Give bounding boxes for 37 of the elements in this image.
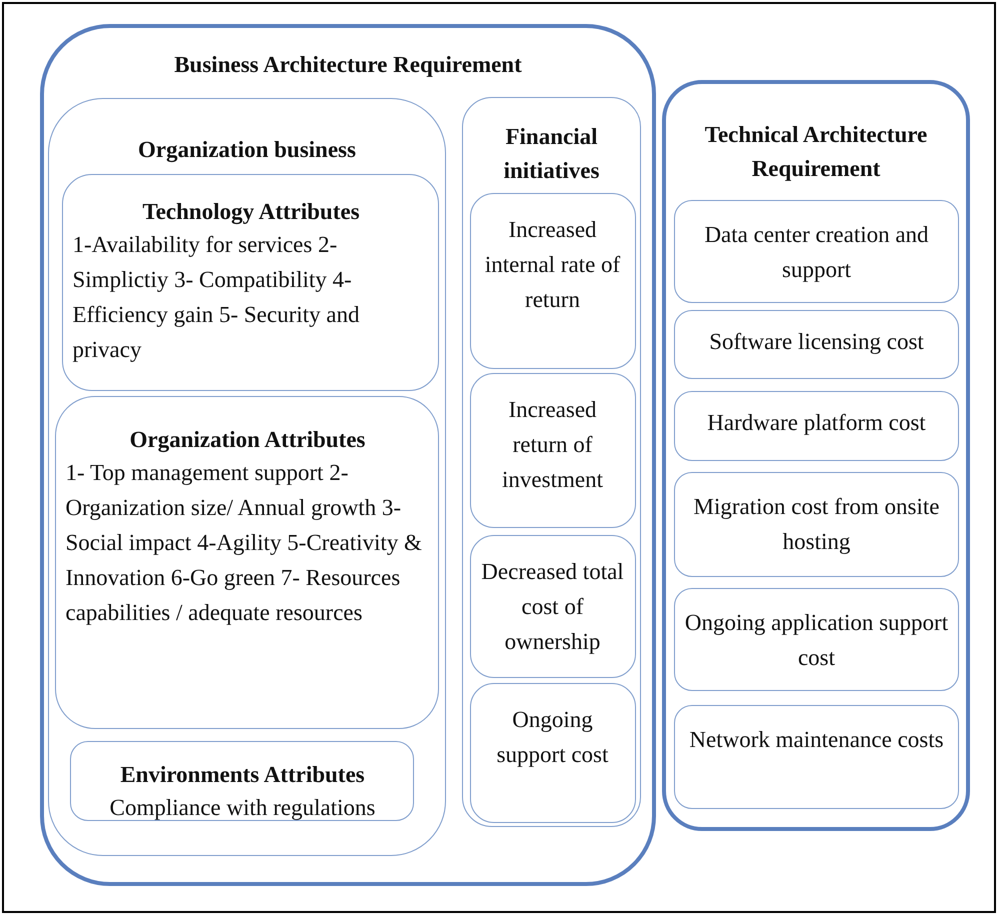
item-card <box>470 372 636 528</box>
group-container <box>48 98 446 856</box>
item-card <box>674 472 959 577</box>
item-card <box>470 534 636 678</box>
item-card <box>674 391 959 461</box>
item-text: Hardware platform cost <box>706 409 927 437</box>
heading: Technical Architecture Requirement <box>704 121 928 183</box>
item-text: Ongoing application support cost <box>684 609 950 672</box>
description: Compliance with regulations <box>108 794 376 822</box>
group-container <box>662 80 970 831</box>
attribute-card <box>62 174 438 390</box>
item-card <box>674 705 959 809</box>
attribute-card <box>70 740 414 820</box>
attribute-card <box>54 396 438 728</box>
heading: Organization business <box>137 136 357 164</box>
heading: Business Architecture Requirement <box>173 51 523 79</box>
heading: Financial initiatives <box>502 123 600 185</box>
item-text: Data center creation and support <box>703 221 930 284</box>
item-card <box>674 200 959 303</box>
description: 1-Availability for services 2-Simplictiy 3- Compatibility 4- Efficiency gain 5- Security and privacy <box>72 230 360 364</box>
heading: Technology Attributes <box>141 198 361 226</box>
item-card <box>470 192 636 368</box>
group-container <box>462 97 641 827</box>
item-text: Increased return of investment <box>501 396 604 494</box>
item-card <box>674 588 959 691</box>
item-text: Ongoing support cost <box>496 706 610 769</box>
heading: Environments Attributes <box>119 760 366 788</box>
item-text: Software licensing cost <box>708 328 925 356</box>
group-container <box>40 24 656 886</box>
item-card <box>674 310 959 379</box>
description: 1- Top management support 2-Organization size/ Annual growth 3-Social impact 4-Agility 5-Creativity & Innovation 6-Go green 7- Resources capabilities / adequate resources <box>64 458 423 627</box>
item-text: Network maintenance costs <box>688 726 945 754</box>
item-text: Increased internal rate of return <box>484 216 622 314</box>
item-card <box>470 682 636 822</box>
item-text: Migration cost from onsite hosting <box>692 493 940 556</box>
item-text: Decreased total cost of ownership <box>480 558 625 656</box>
heading: Organization Attributes <box>128 426 366 454</box>
